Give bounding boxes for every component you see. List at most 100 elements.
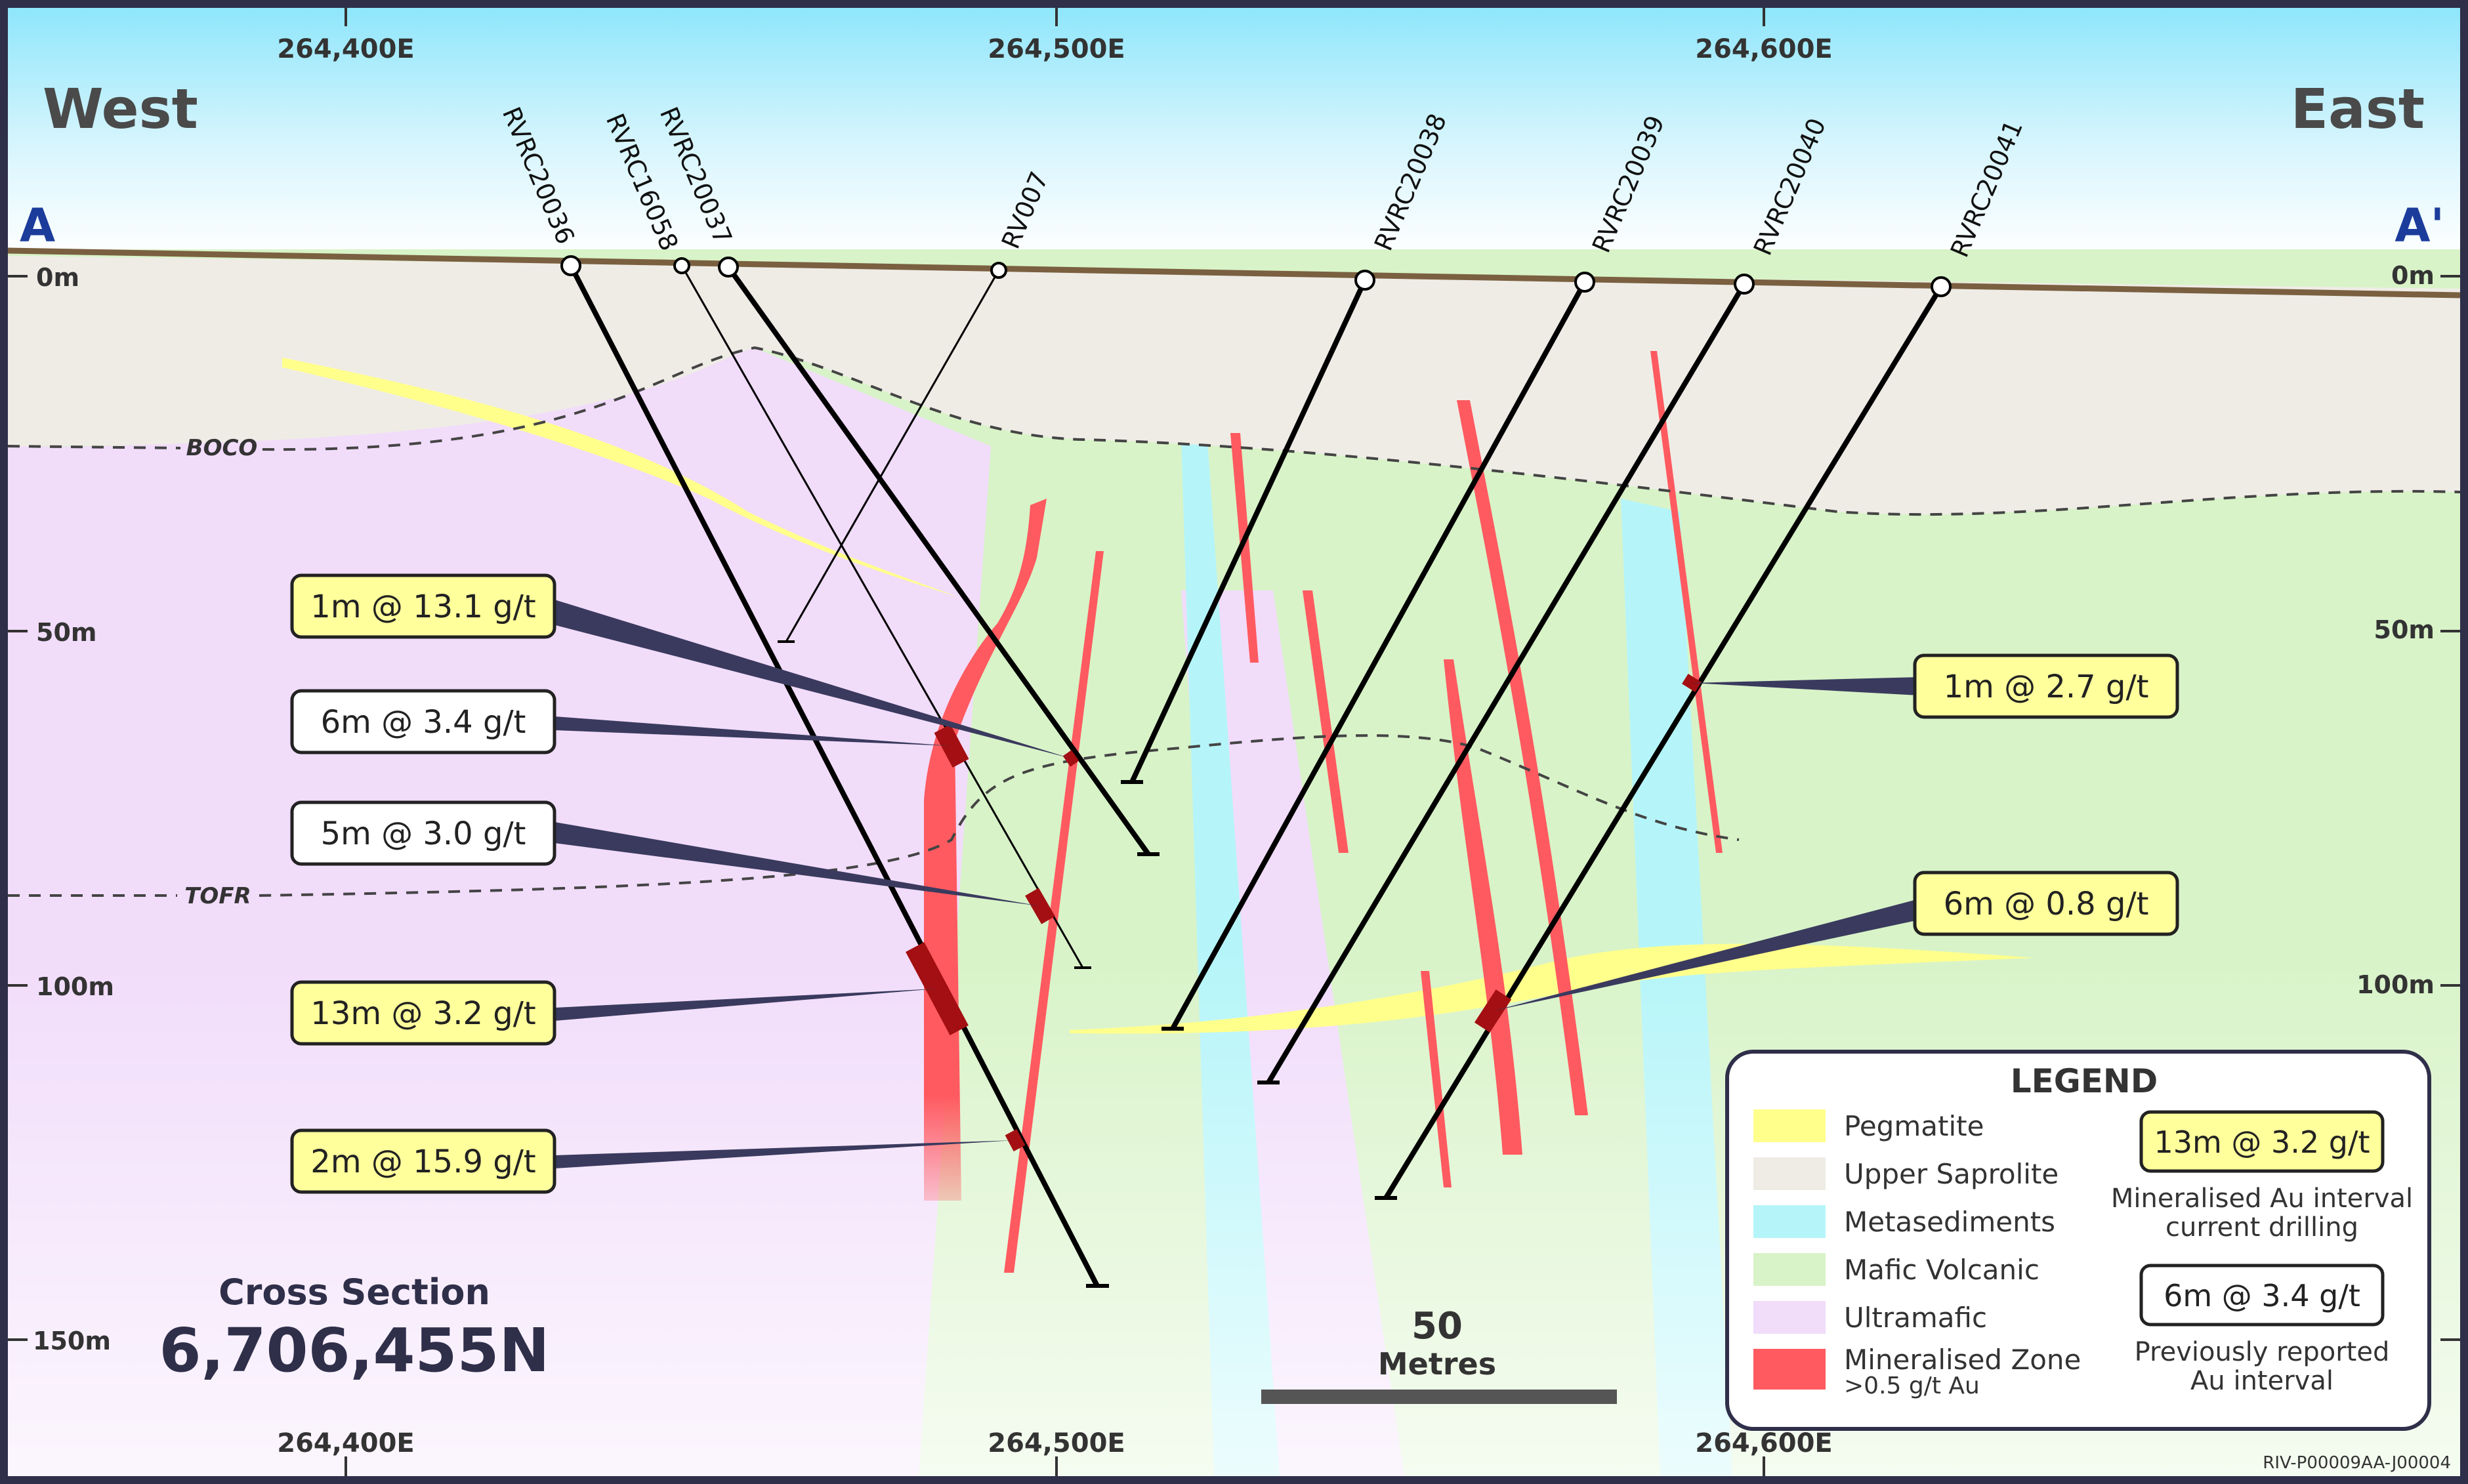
drillhole-trace-rvrc20036 xyxy=(568,264,1100,1287)
legend-current-example-text: 13m @ 3.2 g/t xyxy=(2154,1124,2370,1160)
mineralised-zone-7 xyxy=(1421,971,1452,1187)
leader-2m-15.9 xyxy=(554,1140,1015,1168)
legend-label-metasediments: Metasediments xyxy=(1844,1206,2055,1238)
depth-150m-left: 150m xyxy=(33,1327,111,1355)
collar-rvrc20039 xyxy=(1574,272,1595,293)
legend-current-example-box xyxy=(2139,1110,2385,1173)
leader-6m-0.8 xyxy=(1493,899,1919,1011)
intercept-box-6m-3.4 xyxy=(290,689,556,754)
leader-1m-13.1 xyxy=(548,598,1071,758)
tofr-label: TOFR xyxy=(184,883,251,909)
legend-label-upper-saprolite: Upper Saprolite xyxy=(1844,1158,2059,1190)
drillhole-trace-rv007 xyxy=(785,270,1000,642)
leader-1m-2.7 xyxy=(1692,677,1919,695)
legend-previous-caption-2: Au interval xyxy=(2190,1366,2333,1396)
sky-background xyxy=(8,8,2460,257)
intercept-text-5m-3.0: 5m @ 3.0 g/t xyxy=(321,815,526,852)
boco-contact-line xyxy=(8,346,2460,516)
collar-rvrc20037 xyxy=(718,257,739,278)
legend-label-mafic-volcanic: Mafic Volcanic xyxy=(1844,1254,2039,1286)
easting-bottom-3: 264,600E xyxy=(1695,1428,1833,1458)
easting-ticks xyxy=(345,8,1765,1476)
legend-swatch-pegmatite xyxy=(1753,1109,1826,1142)
collar-rvrc16058 xyxy=(673,257,690,274)
leader-6m-3.4 xyxy=(554,716,952,746)
mineralised-zone-5 xyxy=(1457,400,1588,1115)
collar-rvrc20038 xyxy=(1354,270,1375,291)
leader-5m-3.0 xyxy=(554,822,1040,906)
west-label: West xyxy=(43,77,198,141)
legend-swatch-mineralised-zone xyxy=(1753,1349,1826,1390)
boco-label: BOCO xyxy=(186,435,258,461)
easting-top-3: 264,600E xyxy=(1695,34,1833,64)
intercept-text-1m-2.7: 1m @ 2.7 g/t xyxy=(1944,669,2149,705)
depth-100m-right: 100m xyxy=(2356,970,2435,999)
section-end-a-prime: A' xyxy=(2395,199,2444,253)
mineralised-zone-6 xyxy=(1444,659,1522,1155)
section-caption: Cross Section xyxy=(219,1271,490,1313)
legend-label-mineralised-zone: Mineralised Zone xyxy=(1844,1344,2081,1376)
depth-axis-left xyxy=(8,275,28,1341)
intercept-text-13m-3.2: 13m @ 3.2 g/t xyxy=(310,995,535,1032)
leader-13m-3.2 xyxy=(554,989,937,1021)
depth-100m-left: 100m xyxy=(36,972,114,1001)
legend: LEGEND Pegmatite Upper Saprolite Metased… xyxy=(1725,1050,2431,1431)
legend-previous-example-box xyxy=(2139,1264,2385,1327)
drillhole-trace-rvrc20039 xyxy=(1170,281,1587,1030)
legend-swatch-metasediments xyxy=(1753,1205,1826,1238)
scale-bar xyxy=(1261,1390,1617,1404)
collar-rvrc20040 xyxy=(1734,274,1755,295)
collar-rv007 xyxy=(990,262,1007,279)
legend-current-caption-1: Mineralised Au interval xyxy=(2111,1184,2413,1214)
legend-swatch-mafic-volcanic xyxy=(1753,1253,1826,1286)
collar-rvrc20041 xyxy=(1931,276,1952,297)
drillhole-trace-rvrc20041 xyxy=(1383,285,1944,1200)
intercept-box-6m-0.8 xyxy=(1913,871,2179,936)
topographic-surface xyxy=(8,247,2460,299)
legend-swatch-upper-saprolite xyxy=(1753,1157,1826,1190)
intercept-text-6m-0.8: 6m @ 0.8 g/t xyxy=(1944,886,2149,922)
easting-top-1: 264,400E xyxy=(277,34,415,64)
pegmatite-west xyxy=(282,358,958,597)
scale-bar-value: 50 xyxy=(1412,1305,1463,1348)
easting-bottom-2: 264,500E xyxy=(988,1428,1125,1458)
easting-bottom-1: 264,400E xyxy=(277,1428,415,1458)
legend-previous-caption-1: Previously reported xyxy=(2135,1337,2390,1367)
collar-rvrc20036 xyxy=(560,255,581,276)
legend-swatch-ultramafic xyxy=(1753,1301,1826,1334)
mineralised-zone-3 xyxy=(1230,433,1259,663)
depth-0m-right: 0m xyxy=(2391,261,2435,290)
easting-top-2: 264,500E xyxy=(988,34,1125,64)
legend-label-pegmatite: Pegmatite xyxy=(1844,1110,1984,1142)
intercept-box-1m-13.1 xyxy=(290,573,556,639)
drillhole-trace-rvrc20040 xyxy=(1266,282,1747,1084)
mineralised-zone-8 xyxy=(1650,351,1723,853)
depth-50m-right: 50m xyxy=(2374,615,2435,644)
intercept-box-1m-2.7 xyxy=(1913,653,2179,719)
east-label: East xyxy=(2291,77,2425,141)
depth-50m-left: 50m xyxy=(36,618,96,647)
section-northing: 6,706,455N xyxy=(159,1315,550,1386)
tofr-contact-line xyxy=(8,734,1740,897)
intercept-text-6m-3.4: 6m @ 3.4 g/t xyxy=(321,704,526,741)
legend-previous-example-text: 6m @ 3.4 g/t xyxy=(2164,1278,2360,1313)
upper-saprolite-unit xyxy=(8,256,2460,515)
intercept-box-13m-3.2 xyxy=(290,980,556,1046)
depth-0m-left: 0m xyxy=(36,263,79,292)
intercept-box-5m-3.0 xyxy=(290,800,556,866)
mineralised-zone-2 xyxy=(1004,551,1104,1273)
drillhole-trace-rvrc20038 xyxy=(1129,279,1368,783)
legend-label-mineralised-grade: >0.5 g/t Au xyxy=(1844,1372,1980,1399)
intercept-text-2m-15.9: 2m @ 15.9 g/t xyxy=(310,1144,535,1180)
intercept-box-2m-15.9 xyxy=(290,1128,556,1194)
scale-bar-unit: Metres xyxy=(1378,1346,1496,1382)
intercept-text-1m-13.1: 1m @ 13.1 g/t xyxy=(310,588,535,625)
drillhole-trace-rvrc16058 xyxy=(680,265,1084,968)
legend-label-ultramafic: Ultramafic xyxy=(1844,1302,1987,1334)
section-end-a: A xyxy=(20,199,55,253)
legend-current-caption-2: current drilling xyxy=(2165,1212,2358,1243)
legend-title: LEGEND xyxy=(2011,1062,2158,1100)
figure-code: RIV-P00009AA-J00004 xyxy=(2263,1453,2451,1473)
mineralised-zone-4 xyxy=(1303,590,1349,853)
depth-axis-right xyxy=(2440,275,2460,1341)
